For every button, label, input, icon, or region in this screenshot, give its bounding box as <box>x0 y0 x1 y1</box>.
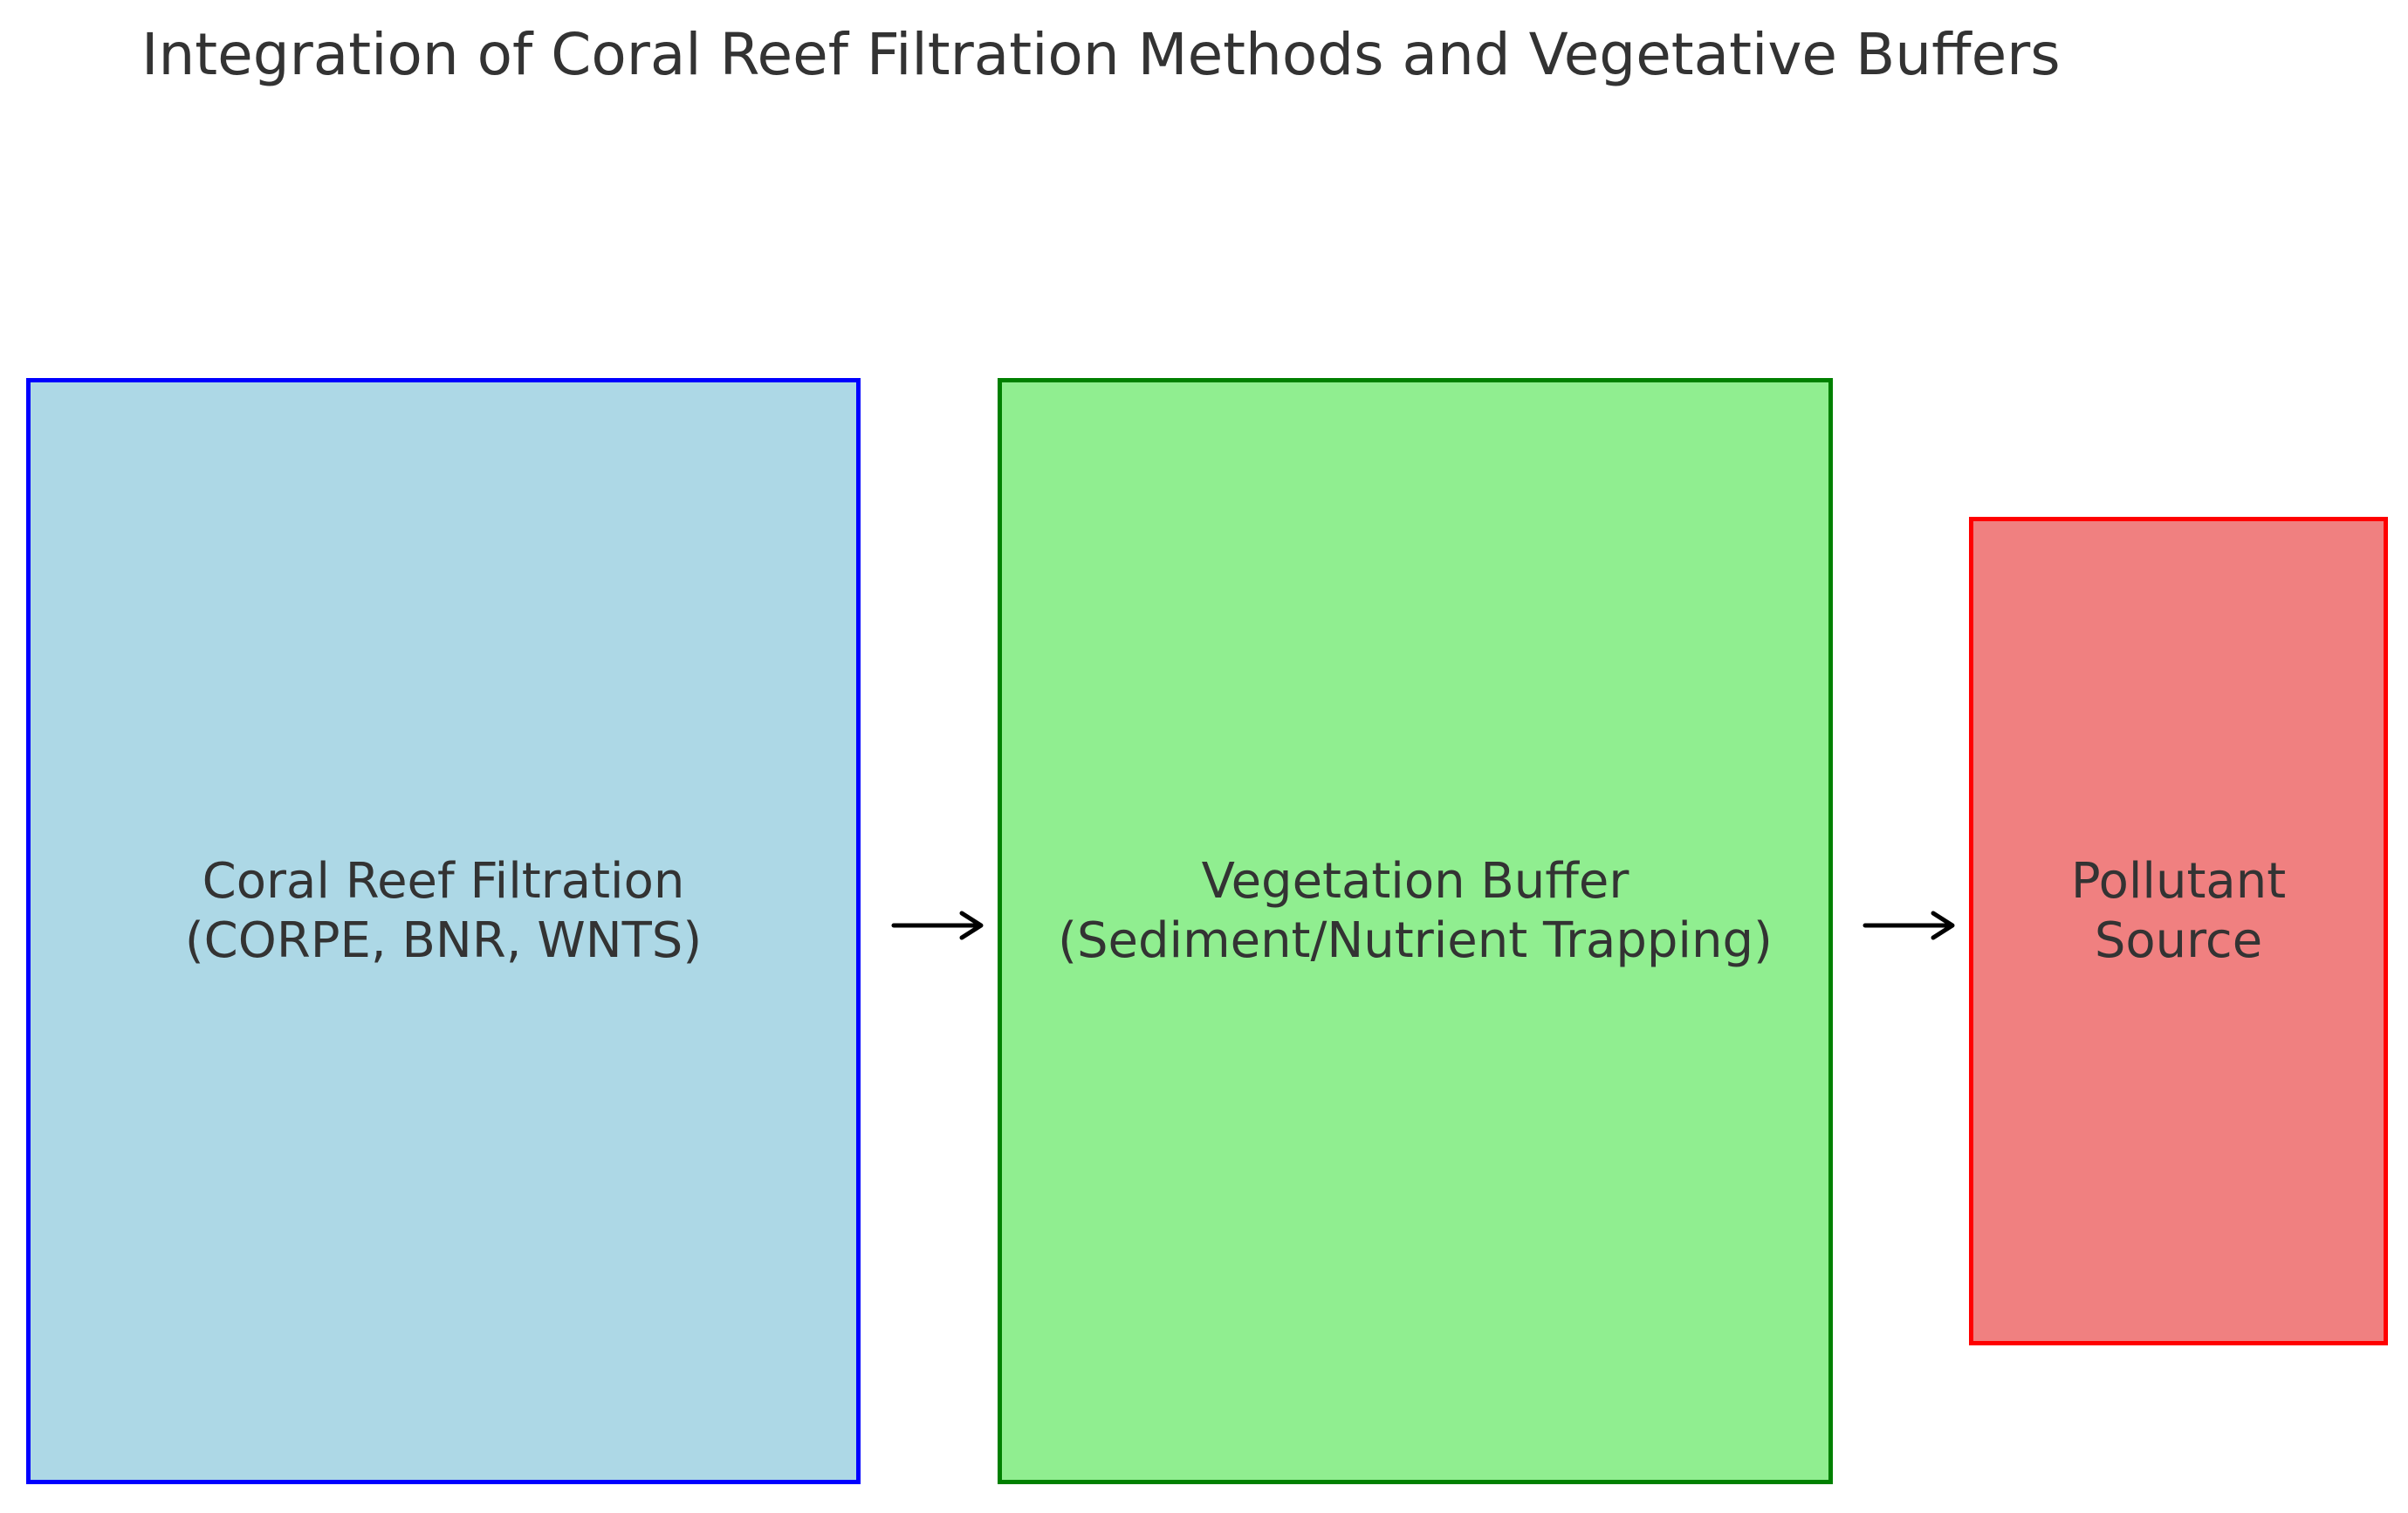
coral-reef-filtration-label: Coral Reef Filtration <box>202 853 685 910</box>
coral-reef-filtration-methods: (CORPE, BNR, WNTS) <box>184 912 703 969</box>
pollutant-source-label-line1: Pollutant <box>2070 853 2287 910</box>
vegetation-buffer-box: Vegetation Buffer (Sediment/Nutrient Tra… <box>998 378 1833 1484</box>
arrow-right-icon <box>1863 911 1955 940</box>
vegetation-buffer-function: (Sediment/Nutrient Trapping) <box>1058 912 1773 969</box>
vegetation-buffer-label: Vegetation Buffer <box>1201 853 1629 910</box>
diagram-title: Integration of Coral Reef Filtration Met… <box>141 21 2061 88</box>
arrow-right-icon <box>891 911 984 940</box>
pollutant-source-box: Pollutant Source <box>1969 517 2388 1345</box>
coral-reef-filtration-box: Coral Reef Filtration (CORPE, BNR, WNTS) <box>26 378 861 1484</box>
pollutant-source-label-line2: Source <box>2094 912 2263 969</box>
